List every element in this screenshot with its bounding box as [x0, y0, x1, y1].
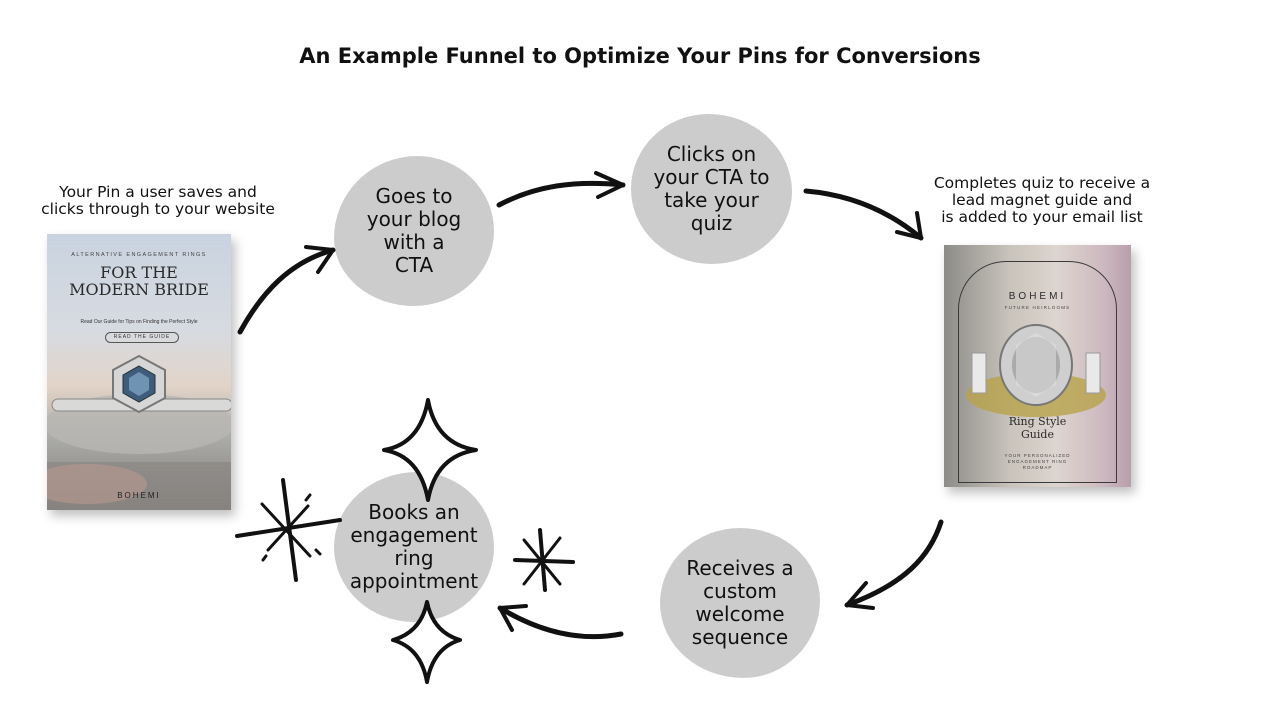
guide-footer-line-3: ROADMAP — [1022, 465, 1053, 470]
pin-caption-line-1: Your Pin a user saves and — [59, 183, 257, 201]
diamond-ring-illustration — [966, 324, 1106, 417]
guide-title-line-2: Guide — [1021, 428, 1054, 441]
quiz-caption: Completes quiz to receive a lead magnet … — [902, 175, 1182, 226]
pin-caption: Your Pin a user saves and clicks through… — [28, 184, 288, 218]
step-blog-line-3: with a — [383, 230, 445, 254]
pin-kicker: ALTERNATIVE ENGAGEMENT RINGS — [71, 252, 207, 258]
step-book-line-1: Books an — [368, 500, 460, 524]
guide-kicker: FUTURE HEIRLOOMS — [1004, 305, 1071, 310]
step-blog-line-2: your blog — [366, 207, 462, 231]
step-book-line-4: appointment — [349, 569, 479, 593]
guide-title: Ring Style Guide — [944, 415, 1131, 441]
guide-footer: YOUR PERSONALIZED ENGAGEMENT RING ROADMA… — [944, 453, 1131, 471]
pin-read-guide-button: READ THE GUIDE — [105, 332, 179, 343]
pin-image: ALTERNATIVE ENGAGEMENT RINGS FOR THE MOD… — [47, 234, 231, 510]
step-book-line-2: engagement — [350, 523, 478, 547]
guide-frame — [958, 261, 1117, 483]
sparkle-bottom-icon — [391, 600, 462, 684]
sparkle-top-icon — [382, 398, 478, 502]
arrow-pin-to-blog-head — [304, 245, 335, 274]
pin-subline: Read Our Guide for Tips on Finding the P… — [80, 319, 198, 325]
step-cta-blob: Clicks on your CTA to take your quiz — [631, 114, 792, 264]
arrow-blog-to-cta — [496, 180, 626, 208]
page-title: An Example Funnel to Optimize Your Pins … — [299, 44, 981, 68]
step-cta-line-1: Clicks on — [666, 142, 757, 166]
step-book-blob: Books an engagement ring appointment — [334, 472, 494, 622]
step-blog-blob: Goes to your blog with a CTA — [334, 156, 494, 306]
step-welcome-line-3: welcome — [695, 602, 785, 626]
guide-brand: BOHEMI — [1008, 291, 1067, 302]
lead-magnet-guide-image: BOHEMI FUTURE HEIRLOOMS Ring Style Guide… — [944, 245, 1131, 487]
pin-headline-line-2: MODERN BRIDE — [69, 280, 209, 299]
step-cta-line-2: your CTA to — [653, 165, 770, 189]
step-cta-line-3: take your — [664, 188, 759, 212]
step-blog-line-4: CTA — [394, 253, 434, 277]
step-welcome-line-4: sequence — [691, 625, 789, 649]
guide-footer-line-1: YOUR PERSONALIZED — [1004, 453, 1071, 458]
arrow-guide-to-welcome-head — [845, 581, 875, 610]
arrow-guide-to-welcome — [844, 519, 944, 608]
pin-brand: BOHEMI — [117, 491, 161, 500]
step-welcome-blob: Receives a custom welcome sequence — [660, 528, 820, 678]
pin-headline-line-1: FOR THE — [100, 263, 178, 282]
arrow-welcome-to-book-head — [498, 604, 528, 632]
ring-illustration — [47, 354, 231, 510]
guide-footer-line-2: ENGAGEMENT RING — [1007, 459, 1068, 464]
arrow-pin-to-blog — [237, 247, 336, 335]
quiz-caption-line-1: Completes quiz to receive a — [933, 174, 1151, 192]
pin-headline: FOR THE MODERN BRIDE — [47, 264, 231, 298]
quiz-caption-line-2: lead magnet guide and — [951, 191, 1133, 209]
burst-right-icon — [513, 528, 575, 592]
guide-title-line-1: Ring Style — [1008, 415, 1067, 428]
pin-caption-line-2: clicks through to your website — [41, 200, 275, 218]
step-book-line-3: ring — [394, 546, 434, 570]
burst-left-icon — [235, 478, 342, 582]
step-blog-line-1: Goes to — [375, 184, 453, 208]
step-welcome-line-1: Receives a — [686, 556, 794, 580]
step-welcome-line-2: custom — [703, 579, 777, 603]
arrow-welcome-to-book — [497, 605, 624, 640]
step-cta-line-4: quiz — [690, 211, 733, 235]
quiz-caption-line-3: is added to your email list — [941, 208, 1143, 226]
arrow-cta-to-guide — [803, 188, 924, 241]
arrow-blog-to-cta-head — [594, 171, 625, 199]
arrow-cta-to-guide-head — [895, 211, 923, 240]
